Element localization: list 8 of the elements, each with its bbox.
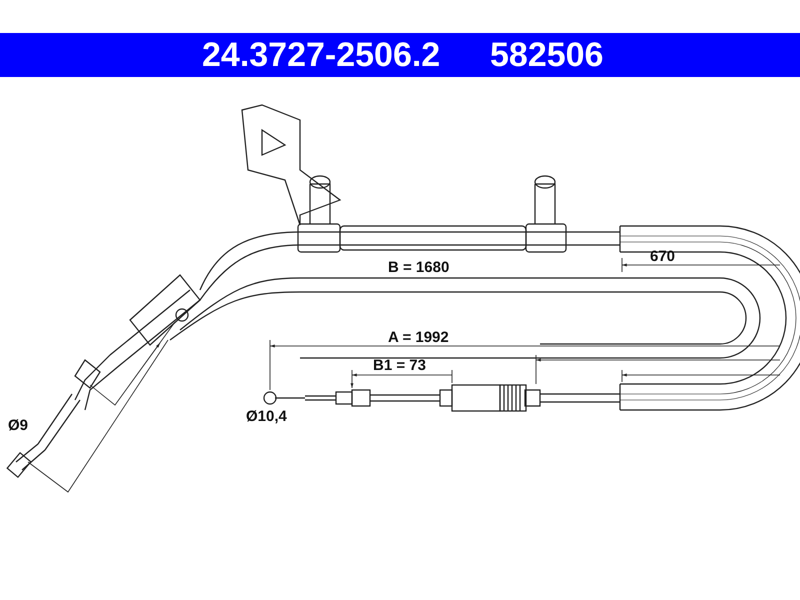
dimension-label: B1 = 73	[373, 357, 426, 374]
part-number: 582506	[490, 36, 604, 74]
dimension-label: 670	[650, 248, 676, 265]
diameter-label: Ø9	[8, 417, 28, 434]
part-number: 24.3727-2506.2	[202, 36, 440, 74]
dimension-label: B = 1680	[388, 259, 450, 276]
dimension-label: A = 1992	[388, 329, 449, 346]
diameter-label: Ø10,4	[246, 408, 287, 425]
